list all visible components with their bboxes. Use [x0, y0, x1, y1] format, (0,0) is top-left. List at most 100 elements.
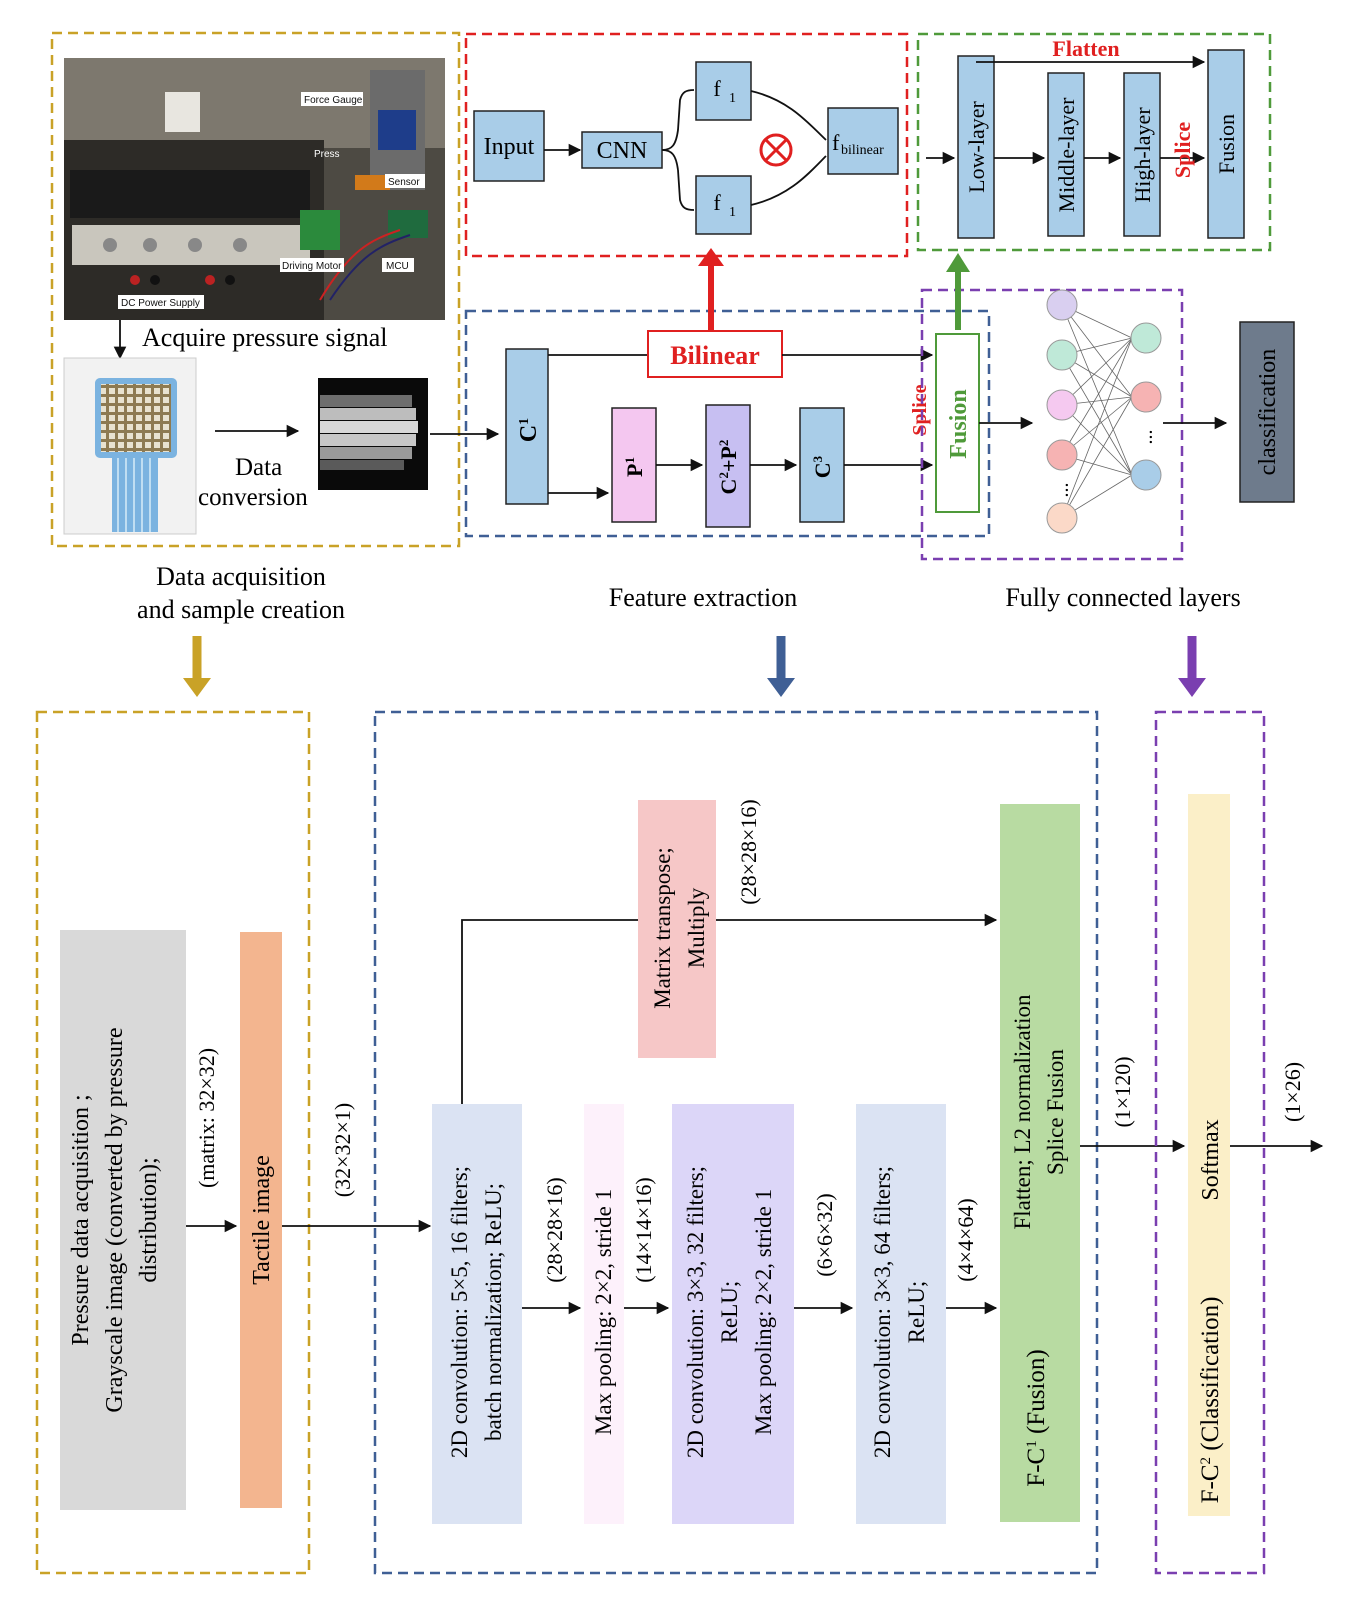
- conv1-text-b: batch normalization; ReLU;: [481, 1183, 506, 1441]
- driving-motor-label: Driving Motor: [282, 261, 342, 272]
- force-gauge-tag: [301, 92, 363, 106]
- dim-6-label: (6×6×32): [812, 1193, 837, 1276]
- fusion-layer-label: Fusion: [1214, 114, 1239, 174]
- caption-acquisition-2: and sample creation: [137, 595, 345, 624]
- dim-4-label: (4×4×64): [953, 1198, 978, 1281]
- f1-bottom-sub: 1: [729, 205, 736, 220]
- fbilinear-block: [827, 107, 899, 175]
- grayscale-image: [318, 378, 428, 490]
- conv2-text-a: 2D convolution: 3×3, 32 filters;: [683, 1166, 708, 1458]
- f1-top-label: f: [713, 76, 721, 101]
- nn-dots-left: ...: [1051, 483, 1073, 498]
- matrix-text-1: Matrix transpose;: [650, 847, 675, 1009]
- skip-connection-line: [461, 913, 998, 1104]
- classification-label: classification: [1255, 349, 1281, 476]
- sensor-label: Sensor: [388, 177, 420, 188]
- conv3-text-b: ReLU;: [904, 1281, 929, 1344]
- softmax-block: [1188, 794, 1230, 1516]
- pressure-text-3: distribution);: [136, 1157, 162, 1282]
- fully-connected-box: [920, 288, 1184, 561]
- c1-label: C1: [516, 418, 542, 442]
- press-label: Press: [314, 149, 340, 160]
- sensor-photo: [63, 357, 197, 535]
- f1-top-block: [695, 61, 752, 121]
- data-label: Data: [235, 454, 282, 481]
- c1-block: [505, 348, 549, 505]
- conv1-text-a: 2D convolution: 5×5, 16 filters;: [447, 1166, 472, 1458]
- purple-down-arrow: [1178, 678, 1206, 697]
- dim-120-label: (1×120): [1110, 1056, 1135, 1127]
- nn-node: [1130, 381, 1162, 413]
- c2p2-block: [705, 404, 751, 528]
- f1-top-sub: 1: [729, 91, 736, 106]
- c3-block: [799, 407, 845, 523]
- matrix-text-2: Multiply: [684, 887, 709, 968]
- nn-node: [1130, 322, 1162, 354]
- nn-node: [1046, 339, 1078, 371]
- lab-photo: [64, 58, 445, 320]
- fc1-label: F-C1 (Fusion): [1023, 1349, 1050, 1486]
- bilinear-up-arrow: [698, 248, 724, 266]
- fusion-fc1-block: [1000, 804, 1080, 1522]
- nn-dots-right: ...: [1135, 430, 1157, 445]
- conv2-block: [672, 1104, 794, 1524]
- fusion-layer-block: [1207, 49, 1245, 239]
- conv3-block: [856, 1104, 946, 1524]
- gold-down-arrow: [183, 678, 211, 697]
- multilayer-fusion-box: [916, 32, 1272, 252]
- f1-bottom-label: f: [713, 190, 721, 215]
- high-layer-block: [1123, 72, 1161, 237]
- split-brace: [661, 89, 695, 211]
- input-block: [473, 110, 545, 182]
- force-gauge-label: Force Gauge: [304, 95, 363, 106]
- nn-node: [1046, 502, 1078, 534]
- p1-block: [611, 407, 657, 523]
- nn-node: [1046, 439, 1078, 471]
- p1-label: P1: [622, 457, 647, 477]
- fbilinear-sub: bilinear: [841, 143, 884, 158]
- mcu-tag: [382, 258, 414, 272]
- outer-product-icon: [759, 133, 793, 167]
- c2p2-label: C2+P2: [716, 440, 741, 495]
- bottom-classification-box: [1154, 710, 1266, 1575]
- bilinear-block: [647, 330, 783, 378]
- tactile-block: [240, 932, 282, 1508]
- high-layer-label: High-layer: [1130, 107, 1155, 203]
- fusion-text-2: Splice Fusion: [1043, 1049, 1068, 1175]
- bilinear-detail-box: [464, 32, 909, 258]
- middle-layer-label: Middle-layer: [1054, 97, 1079, 213]
- dc-power-label: DC Power Supply: [121, 298, 200, 309]
- acquire-label: Acquire pressure signal: [142, 323, 387, 352]
- matrix-transpose-block: [638, 800, 716, 1058]
- acquisition-box: [50, 31, 461, 548]
- pool1-text: Max pooling: 2×2, stride 1: [591, 1189, 616, 1435]
- pressure-text-1: Pressure data acquisition ;: [68, 1094, 94, 1345]
- c3-label: C3: [810, 455, 835, 478]
- fusion-text-1: Flatten; L2 normalization: [1010, 994, 1035, 1230]
- conv2-text-b: ReLU;: [717, 1281, 742, 1344]
- conversion-label: conversion: [198, 484, 308, 511]
- softmax-label: Softmax: [1198, 1119, 1224, 1200]
- fusion-label: Fusion: [946, 389, 972, 458]
- pressure-text-2: Grayscale image (converted by pressure: [102, 1027, 128, 1412]
- flatten-label: Flatten: [1052, 36, 1119, 61]
- dim-26-label: (1×26): [1280, 1062, 1305, 1122]
- pressure-block: [60, 930, 186, 1510]
- sensor-tag: [385, 174, 425, 188]
- splice-red-label: Splice: [1170, 122, 1195, 178]
- nn-node: [1046, 289, 1078, 321]
- tactile-label: Tactile image: [249, 1155, 275, 1285]
- conv2-text-c: Max pooling: 2×2, stride 1: [751, 1189, 776, 1435]
- caption-fully-connected: Fully connected layers: [1005, 583, 1240, 612]
- matrix-size-label: (matrix: 32×32): [194, 1048, 219, 1188]
- f1-bottom-block: [695, 175, 752, 235]
- nn-node: [1046, 389, 1078, 421]
- caption-acquisition-1: Data acquisition: [156, 562, 326, 591]
- fbilinear-label: f: [832, 130, 840, 155]
- caption-feature: Feature extraction: [609, 583, 797, 612]
- bilinear-label: Bilinear: [670, 341, 760, 370]
- input-label: Input: [484, 134, 535, 160]
- dc-power-tag: [118, 295, 204, 309]
- fc2-label: F-C2 (Classification): [1197, 1297, 1224, 1504]
